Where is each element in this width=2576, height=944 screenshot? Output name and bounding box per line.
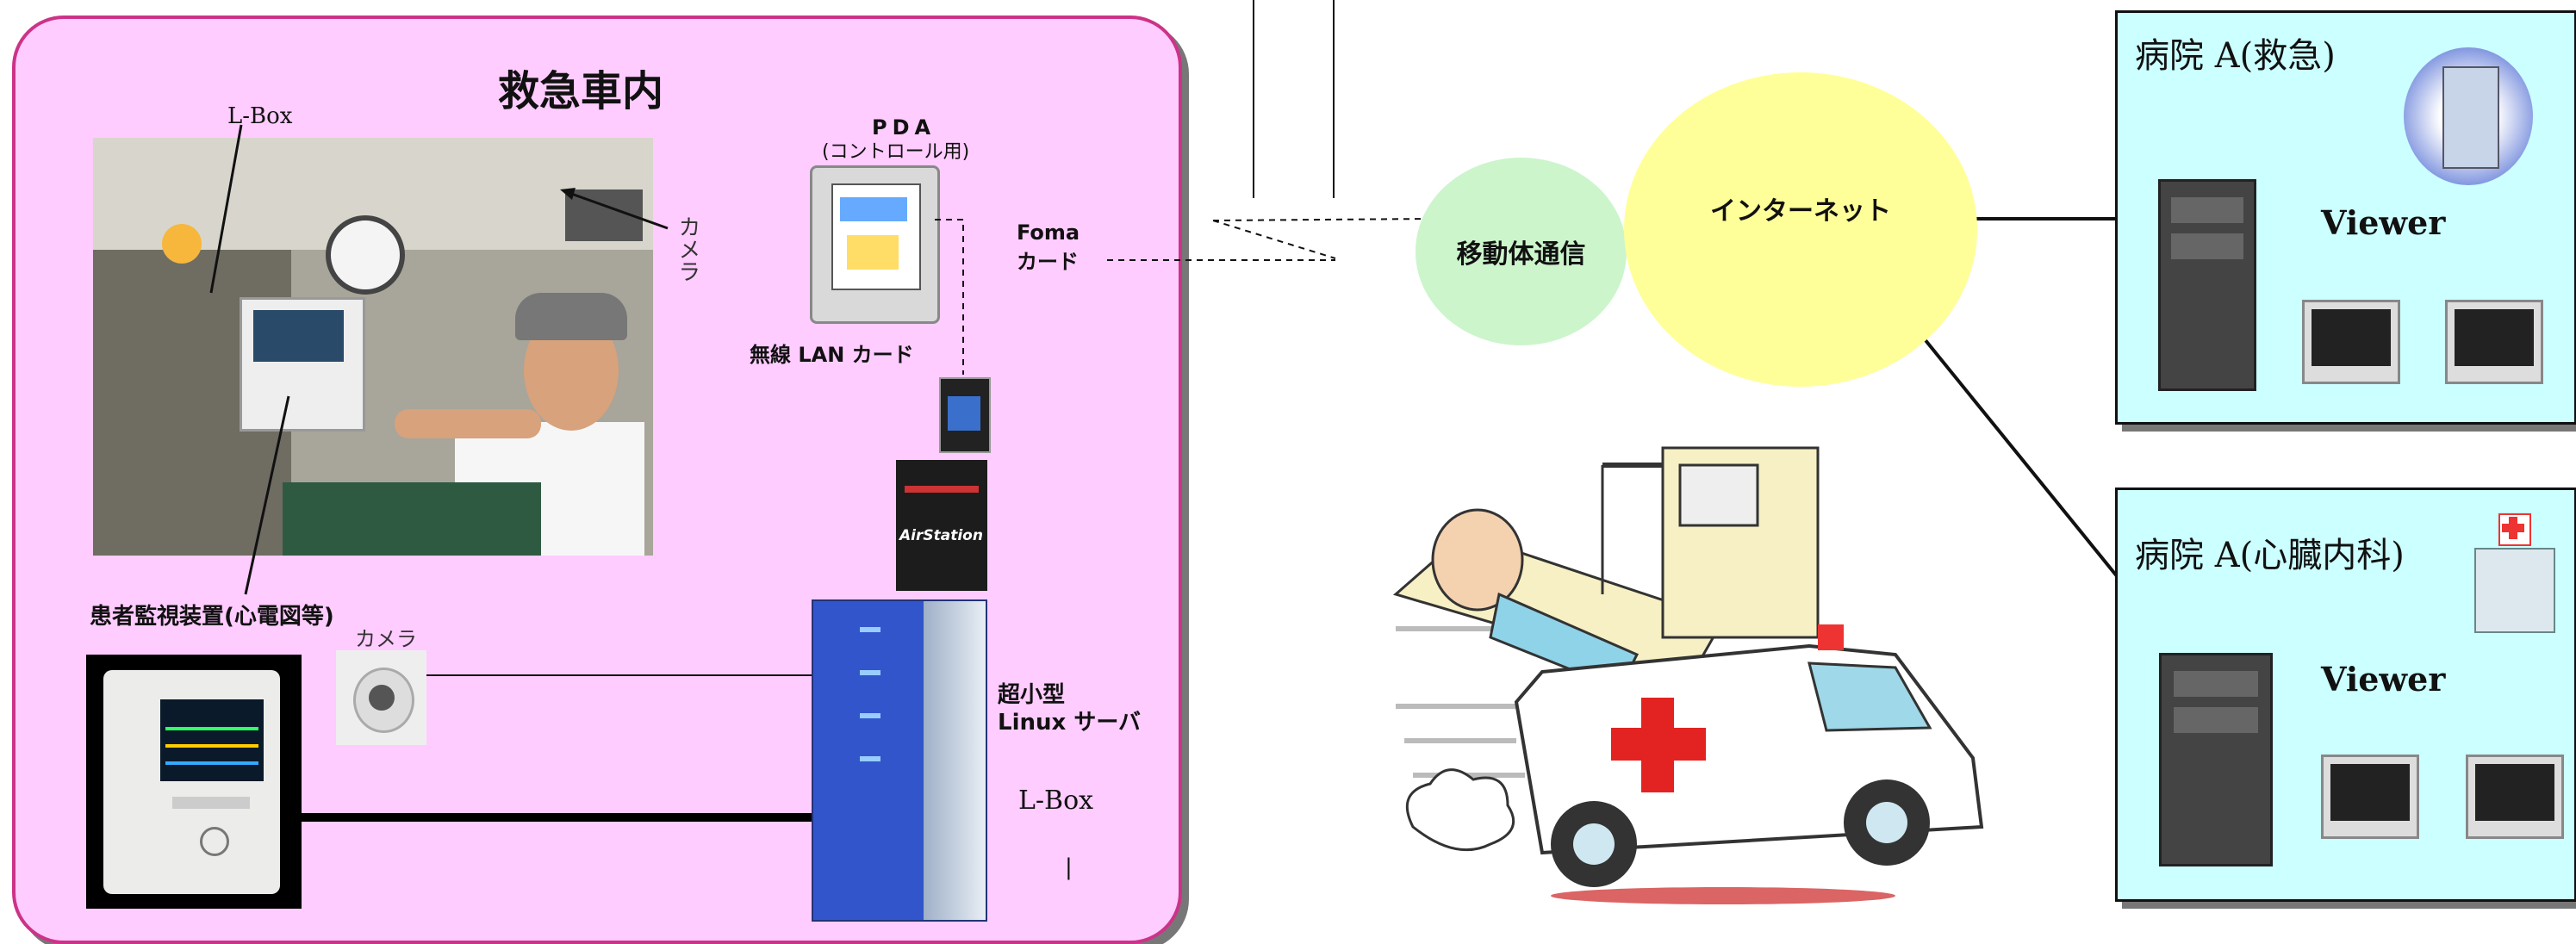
patient-monitor-device bbox=[86, 655, 302, 909]
ambulance-interior-photo bbox=[93, 138, 653, 556]
pda-label: PDA bbox=[872, 115, 936, 140]
viewer-monitor-a2 bbox=[2445, 300, 2543, 384]
exhaust-cloud bbox=[1405, 768, 1515, 852]
foma-card-label: カード bbox=[1017, 250, 1079, 274]
viewer-monitor-b1 bbox=[2321, 755, 2419, 839]
wireless-lan-card bbox=[939, 377, 991, 453]
ambulance-siren bbox=[1818, 624, 1844, 650]
mobile-comm-bubble: 移動体通信 bbox=[1416, 158, 1627, 345]
lbox-pointer-line bbox=[209, 124, 243, 294]
pipe-mark: | bbox=[1065, 854, 1073, 880]
speed-lines bbox=[1396, 626, 1525, 778]
internet-label: インターネット bbox=[1710, 196, 1891, 227]
server-label-2: Linux サーバ bbox=[998, 710, 1142, 736]
pda-sub-label: (コントロール用) bbox=[822, 141, 970, 163]
hospital-building-icon bbox=[2404, 47, 2533, 185]
viewer-monitor-a1 bbox=[2302, 300, 2400, 384]
camera-pointer-line bbox=[563, 189, 669, 230]
viewer-monitor-b2 bbox=[2466, 755, 2564, 839]
lbox-server bbox=[812, 599, 987, 922]
monitor-pointer-line bbox=[244, 395, 290, 595]
red-cross bbox=[1611, 698, 1706, 792]
internet-bubble: インターネット bbox=[1624, 72, 1977, 387]
pda-card-dashed-line bbox=[935, 219, 964, 375]
patient-head bbox=[1431, 508, 1524, 612]
camera-pointer-arrowhead bbox=[560, 188, 576, 200]
ambulance-title: 救急車内 bbox=[498, 67, 664, 115]
viewer-label-b: Viewer bbox=[2321, 660, 2446, 699]
ambulance-window bbox=[1808, 661, 1932, 732]
airstation-text: AirStation bbox=[899, 527, 983, 544]
mobile-dashed-line-2 bbox=[1212, 220, 1336, 259]
camera-label-bottom: カメラ bbox=[355, 627, 417, 651]
lbox-top-label: L-Box bbox=[227, 103, 293, 129]
server-label-1: 超小型 bbox=[998, 682, 1066, 708]
mobile-dashed-line-1 bbox=[1212, 218, 1431, 221]
ground-shadow bbox=[1551, 887, 1895, 904]
hospital-a-cardiology-title: 病院 A(心臓内科) bbox=[2135, 536, 2405, 575]
server-tower-b bbox=[2159, 653, 2273, 866]
foma-label: Foma bbox=[1017, 220, 1080, 245]
wireless-lan-label: 無線 LAN カード bbox=[750, 343, 914, 367]
viewer-label-a: Viewer bbox=[2321, 203, 2446, 242]
patient-monitor-label: 患者監視装置(心電図等) bbox=[90, 604, 334, 630]
lbox-server-label: L-Box bbox=[1018, 786, 1094, 816]
pda-device bbox=[810, 165, 940, 324]
hospital-a-emergency-title: 病院 A(救急) bbox=[2135, 36, 2336, 76]
mobile-comm-label: 移動体通信 bbox=[1456, 239, 1586, 270]
clinic-building-icon bbox=[2466, 513, 2560, 633]
network-camera-device bbox=[336, 650, 426, 745]
camera-label-top: カメラ bbox=[675, 215, 700, 283]
server-tower-a bbox=[2158, 179, 2256, 391]
airstation-router: AirStation bbox=[896, 460, 987, 591]
